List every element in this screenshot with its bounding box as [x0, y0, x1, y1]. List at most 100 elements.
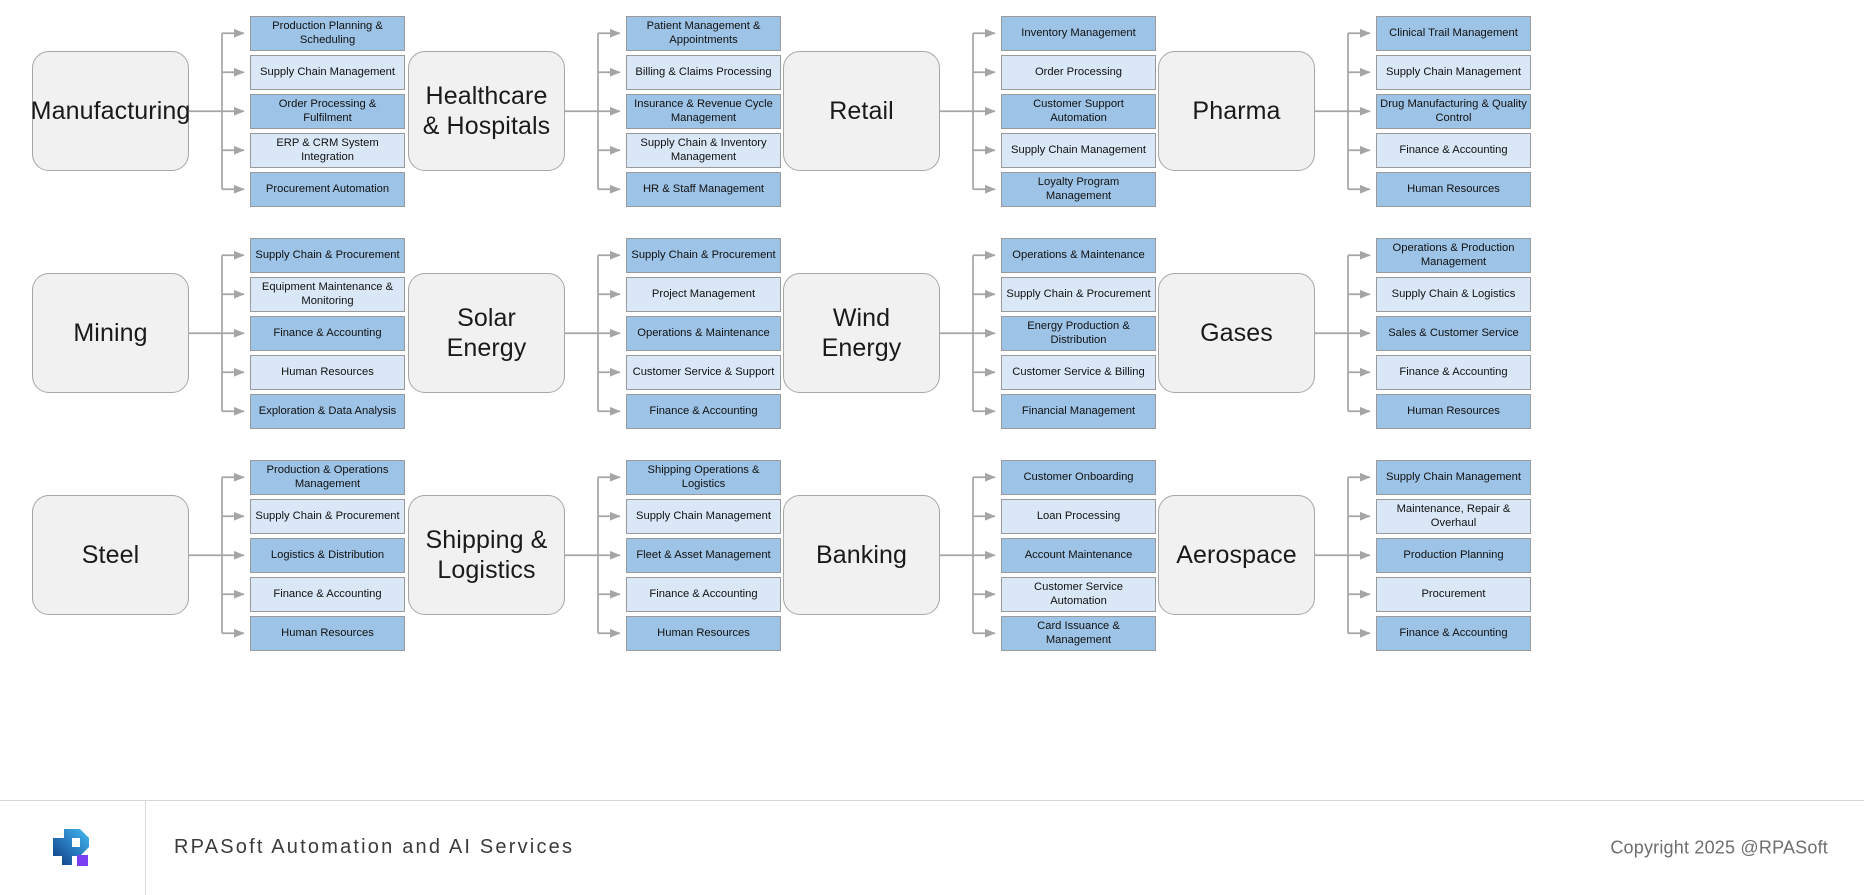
leaf-solar-energy-4[interactable]: Finance & Accounting	[626, 394, 781, 429]
leaf-retail-1[interactable]: Order Processing	[1001, 55, 1156, 90]
leaf-healthcare-hospitals-4[interactable]: HR & Staff Management	[626, 172, 781, 207]
leaf-banking-1[interactable]: Loan Processing	[1001, 499, 1156, 534]
leaf-label: Human Resources	[281, 627, 374, 640]
leaf-gases-1[interactable]: Supply Chain & Logistics	[1376, 277, 1531, 312]
leaf-mining-1[interactable]: Equipment Maintenance & Monitoring	[250, 277, 405, 312]
hub-steel[interactable]: Steel	[32, 495, 189, 616]
leaf-aerospace-3[interactable]: Procurement	[1376, 577, 1531, 612]
leaf-manufacturing-0[interactable]: Production Planning & Scheduling	[250, 16, 405, 51]
leaf-steel-2[interactable]: Logistics & Distribution	[250, 538, 405, 573]
hub-healthcare-hospitals[interactable]: Healthcare & Hospitals	[408, 51, 565, 172]
hub-manufacturing[interactable]: Manufacturing	[31, 51, 190, 172]
hub-label: Steel	[81, 541, 140, 569]
leaf-label: Human Resources	[1407, 183, 1500, 196]
leaf-label: Supply Chain & Procurement	[1006, 288, 1151, 301]
cluster-grid: Manufacturing Production Planning & Sched…	[31, 16, 1531, 651]
leaf-label: Customer Service Automation	[1034, 581, 1123, 608]
leaf-mining-3[interactable]: Human Resources	[250, 355, 405, 390]
leaf-shipping-logistics-3[interactable]: Finance & Accounting	[626, 577, 781, 612]
hub-banking[interactable]: Banking	[783, 495, 940, 616]
leaf-pharma-2[interactable]: Drug Manufacturing & Quality Control	[1376, 94, 1531, 129]
leaf-solar-energy-1[interactable]: Project Management	[626, 277, 781, 312]
leaf-gases-2[interactable]: Sales & Customer Service	[1376, 316, 1531, 351]
leaf-label: Production & Operations Management	[266, 464, 389, 491]
leaf-gases-3[interactable]: Finance & Accounting	[1376, 355, 1531, 390]
leaf-steel-1[interactable]: Supply Chain & Procurement	[250, 499, 405, 534]
hub-label: Mining	[73, 319, 148, 347]
leaf-label: Finance & Accounting	[273, 588, 382, 601]
leaf-label: Supply Chain & Logistics	[1391, 288, 1516, 301]
leaf-label: Procurement Automation	[265, 183, 390, 196]
hub-wind-energy[interactable]: Wind Energy	[783, 273, 940, 394]
leaf-healthcare-hospitals-1[interactable]: Billing & Claims Processing	[626, 55, 781, 90]
leaf-pharma-4[interactable]: Human Resources	[1376, 172, 1531, 207]
leaf-manufacturing-4[interactable]: Procurement Automation	[250, 172, 405, 207]
leaf-aerospace-2[interactable]: Production Planning	[1376, 538, 1531, 573]
leaf-healthcare-hospitals-3[interactable]: Supply Chain & Inventory Management	[626, 133, 781, 168]
leaf-aerospace-4[interactable]: Finance & Accounting	[1376, 616, 1531, 651]
leaf-shipping-logistics-0[interactable]: Shipping Operations & Logistics	[626, 460, 781, 495]
leaf-wind-energy-4[interactable]: Financial Management	[1001, 394, 1156, 429]
leaf-manufacturing-1[interactable]: Supply Chain Management	[250, 55, 405, 90]
leaf-pharma-0[interactable]: Clinical Trail Management	[1376, 16, 1531, 51]
leaf-label: Logistics & Distribution	[270, 549, 385, 562]
hub-shipping-logistics[interactable]: Shipping & Logistics	[408, 495, 565, 616]
hub-pharma[interactable]: Pharma	[1158, 51, 1315, 172]
hub-solar-energy[interactable]: Solar Energy	[408, 273, 565, 394]
leaf-banking-3[interactable]: Customer Service Automation	[1001, 577, 1156, 612]
leaf-label: Customer Service & Support	[632, 366, 775, 379]
leaf-mining-2[interactable]: Finance & Accounting	[250, 316, 405, 351]
leaf-shipping-logistics-1[interactable]: Supply Chain Management	[626, 499, 781, 534]
leaf-wind-energy-1[interactable]: Supply Chain & Procurement	[1001, 277, 1156, 312]
leaf-label: Project Management	[651, 288, 756, 301]
leaf-pharma-1[interactable]: Supply Chain Management	[1376, 55, 1531, 90]
leaf-aerospace-0[interactable]: Supply Chain Management	[1376, 460, 1531, 495]
leaf-retail-3[interactable]: Supply Chain Management	[1001, 133, 1156, 168]
leaf-mining-4[interactable]: Exploration & Data Analysis	[250, 394, 405, 429]
leaf-banking-2[interactable]: Account Maintenance	[1001, 538, 1156, 573]
leaf-banking-4[interactable]: Card Issuance & Management	[1001, 616, 1156, 651]
leaf-gases-4[interactable]: Human Resources	[1376, 394, 1531, 429]
leaf-steel-3[interactable]: Finance & Accounting	[250, 577, 405, 612]
leaf-steel-4[interactable]: Human Resources	[250, 616, 405, 651]
leaf-manufacturing-2[interactable]: Order Processing & Fulfilment	[250, 94, 405, 129]
leaf-shipping-logistics-4[interactable]: Human Resources	[626, 616, 781, 651]
leaf-label: Finance & Accounting	[649, 405, 758, 418]
hub-mining[interactable]: Mining	[32, 273, 189, 394]
leaf-pharma-3[interactable]: Finance & Accounting	[1376, 133, 1531, 168]
leaf-label: Procurement	[1421, 588, 1486, 601]
leaf-label: Supply Chain & Procurement	[631, 249, 776, 262]
leaf-retail-2[interactable]: Customer Support Automation	[1001, 94, 1156, 129]
leaf-label: Sales & Customer Service	[1388, 327, 1519, 340]
leaf-healthcare-hospitals-2[interactable]: Insurance & Revenue Cycle Management	[626, 94, 781, 129]
leaf-label: Supply Chain & Procurement	[255, 249, 400, 262]
leaf-wind-energy-0[interactable]: Operations & Maintenance	[1001, 238, 1156, 273]
leaf-retail-0[interactable]: Inventory Management	[1001, 16, 1156, 51]
leaf-shipping-logistics-2[interactable]: Fleet & Asset Management	[626, 538, 781, 573]
leaf-solar-energy-3[interactable]: Customer Service & Support	[626, 355, 781, 390]
leaf-steel-0[interactable]: Production & Operations Management	[250, 460, 405, 495]
hub-aerospace[interactable]: Aerospace	[1158, 495, 1315, 616]
leaf-label: Production Planning	[1403, 549, 1504, 562]
leaf-label: Billing & Claims Processing	[635, 66, 772, 79]
leaf-manufacturing-3[interactable]: ERP & CRM System Integration	[250, 133, 405, 168]
leaf-wind-energy-2[interactable]: Energy Production & Distribution	[1001, 316, 1156, 351]
leaf-mining-0[interactable]: Supply Chain & Procurement	[250, 238, 405, 273]
footer-logo-cell	[0, 800, 146, 895]
leaf-healthcare-hospitals-0[interactable]: Patient Management & Appointments	[626, 16, 781, 51]
leaf-retail-4[interactable]: Loyalty Program Management	[1001, 172, 1156, 207]
hub-retail[interactable]: Retail	[783, 51, 940, 172]
leaf-label: Exploration & Data Analysis	[258, 405, 397, 418]
leaf-label: Inventory Management	[1021, 27, 1136, 40]
leaf-solar-energy-2[interactable]: Operations & Maintenance	[626, 316, 781, 351]
leaf-wind-energy-3[interactable]: Customer Service & Billing	[1001, 355, 1156, 390]
hub-gases[interactable]: Gases	[1158, 273, 1315, 394]
leaf-label: Account Maintenance	[1024, 549, 1133, 562]
hub-label: Pharma	[1192, 97, 1281, 125]
leaf-banking-0[interactable]: Customer Onboarding	[1001, 460, 1156, 495]
leaf-solar-energy-0[interactable]: Supply Chain & Procurement	[626, 238, 781, 273]
leaf-label: Maintenance, Repair & Overhaul	[1396, 503, 1511, 530]
leaf-label: Finance & Accounting	[1399, 144, 1508, 157]
leaf-aerospace-1[interactable]: Maintenance, Repair & Overhaul	[1376, 499, 1531, 534]
leaf-gases-0[interactable]: Operations & Production Management	[1376, 238, 1531, 273]
